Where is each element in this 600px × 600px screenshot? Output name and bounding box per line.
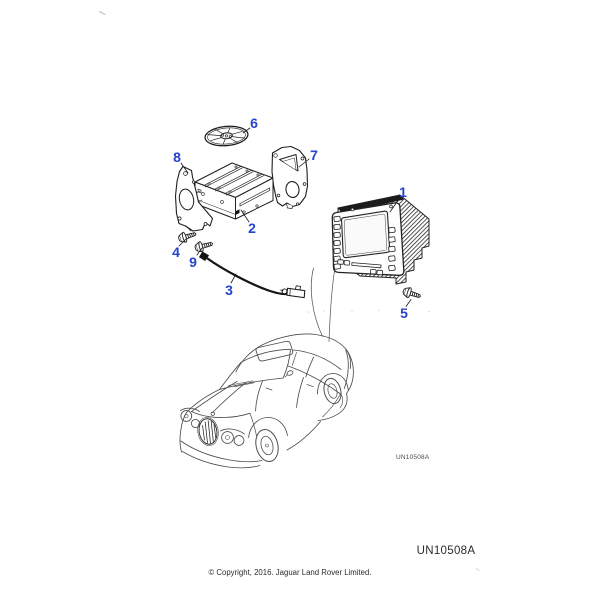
callout-8: 8 [173,149,181,165]
callout-7: 7 [310,147,318,163]
artifact-marks [99,11,480,571]
radio-chassis-part [194,162,274,220]
callout-1: 1 [399,184,407,200]
disc-part [204,125,249,147]
car-illustration [179,333,354,469]
copyright-notice: © Copyright, 2016. Jaguar Land Rover Lim… [208,568,372,577]
callout-3: 3 [225,282,233,298]
navigation-unit-part [331,194,430,285]
callout-4: 4 [172,244,180,260]
callout-leader-lines [178,127,412,307]
cable-part [199,251,306,299]
right-bracket-part [271,145,309,209]
screw-9-part [193,238,215,254]
left-bracket-part [174,165,214,232]
callout-6: 6 [250,115,258,131]
illustration-code-large: UN10508A [416,545,476,557]
callout-9: 9 [189,254,197,270]
location-leader-curves [310,267,335,342]
callout-2: 2 [248,220,256,236]
callout-5: 5 [400,305,408,321]
illustration-code-small: UN10508A [396,454,430,461]
screw-5-part [401,285,423,302]
